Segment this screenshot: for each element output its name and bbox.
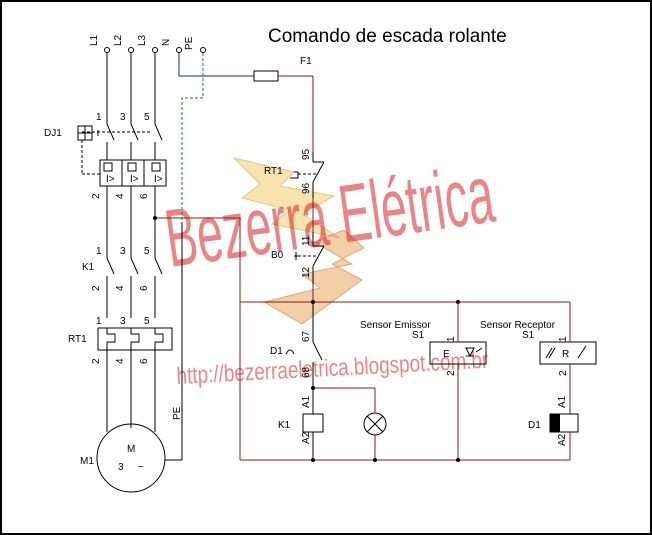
label-rt1-power: RT1	[68, 334, 87, 345]
sensor-receptor: Sensor Receptor S1 1 2 R	[480, 302, 597, 414]
label-l2: L2	[113, 34, 124, 46]
label-f1: F1	[300, 56, 312, 67]
d1-terminal-68: 68	[301, 366, 312, 378]
dj1-terminal-2: 2	[91, 193, 102, 199]
motor-ac-symbol: ~	[138, 462, 144, 473]
label-m1: M1	[80, 456, 94, 467]
indicator-lamp	[363, 412, 387, 460]
supply-terminals: L1 L2 L3 N PE	[89, 34, 206, 53]
d1-contact: D1 67 68	[270, 302, 323, 388]
b0-stop-button: B0 11 12	[271, 232, 325, 284]
k1-terminal-6: 6	[139, 285, 150, 291]
dj1-terminal-5: 5	[144, 112, 150, 123]
dj1-terminal-4: 4	[115, 193, 126, 199]
dj1-breaker: DJ1 1 3 5 I> I> I> 2 4 6	[44, 112, 167, 199]
label-dj1: DJ1	[44, 128, 62, 139]
k1-coil-a2: A2	[301, 431, 312, 444]
emissor-terminal-2: 2	[446, 370, 457, 376]
rt1-terminal-6: 6	[139, 358, 150, 364]
rt1-terminal-1: 1	[96, 316, 102, 327]
svg-text:I>: I>	[106, 174, 115, 185]
label-d1-contact: D1	[270, 346, 283, 357]
dj1-terminal-6: 6	[139, 193, 150, 199]
k1-power-contacts: K1 1 3 5 2 4 6	[82, 246, 163, 318]
label-rt1-control: RT1	[264, 166, 283, 177]
label-l3: L3	[137, 34, 148, 46]
svg-text:I>: I>	[154, 174, 163, 185]
label-k1-coil: K1	[278, 420, 291, 431]
rt1-terminal-4: 4	[115, 358, 126, 364]
label-l1: L1	[89, 34, 100, 46]
label-pe-motor: PE	[172, 406, 183, 420]
receptor-terminal-2: 2	[558, 370, 569, 376]
k1-terminal-4: 4	[115, 285, 126, 291]
b0-terminal-11: 11	[301, 235, 312, 246]
d1-coil-a1: A1	[557, 395, 568, 408]
label-d1-coil: D1	[528, 420, 541, 431]
diagram-title: Comando de escada rolante	[268, 26, 507, 47]
svg-text:I>: I>	[130, 174, 139, 185]
k1-coil-a1: A1	[301, 395, 312, 408]
neutral-conductor	[178, 53, 254, 77]
d1-coil: D1 A1 A2	[528, 395, 579, 460]
fuse-f1: F1	[253, 56, 312, 82]
label-k1-power: K1	[82, 262, 95, 273]
label-pe: PE	[184, 36, 195, 50]
label-s1-receptor: S1	[522, 330, 535, 341]
motor-phases: 3	[118, 462, 124, 473]
label-sensor-emissor: Sensor Emissor	[360, 320, 431, 331]
watermark-text: Bezerra Elétrica	[160, 149, 500, 285]
receptor-letter: R	[562, 349, 569, 360]
b0-terminal-12: 12	[301, 266, 312, 278]
k1-coil: K1 A1 A2	[278, 388, 324, 460]
rt1-terminal-2: 2	[91, 358, 102, 364]
rt1-power: RT1 1 3 5 2 4 6	[68, 316, 173, 364]
k1-terminal-3: 3	[120, 246, 126, 257]
rt1-terminal-95: 95	[301, 148, 312, 160]
watermark-flash-logo	[232, 157, 365, 325]
label-n: N	[161, 39, 172, 46]
sensor-emissor: Sensor Emissor S1 1 2 E	[360, 302, 487, 460]
emissor-letter: E	[443, 349, 450, 360]
dj1-terminal-1: 1	[96, 112, 102, 123]
power-circuit: DJ1 1 3 5 I> I> I> 2 4 6 K1 1 3	[44, 53, 254, 493]
k1-terminal-5: 5	[144, 246, 150, 257]
k1-terminal-1: 1	[96, 246, 102, 257]
emissor-terminal-1: 1	[446, 336, 457, 342]
rt1-control-contact: RT1 95 96	[264, 148, 325, 198]
motor-symbol-m: M	[127, 444, 135, 455]
label-s1-emissor: S1	[412, 330, 425, 341]
label-b0: B0	[271, 250, 284, 261]
rt1-terminal-3: 3	[120, 316, 126, 327]
dj1-terminal-3: 3	[120, 112, 126, 123]
rt1-terminal-5: 5	[144, 316, 150, 327]
rt1-terminal-96: 96	[301, 182, 312, 194]
d1-coil-a2: A2	[557, 433, 568, 446]
label-sensor-receptor: Sensor Receptor	[480, 320, 556, 331]
k1-terminal-2: 2	[91, 285, 102, 291]
d1-terminal-67: 67	[301, 330, 312, 342]
watermark-url: http://bezerraeletrica.blogspot.com.br	[176, 347, 489, 390]
receptor-terminal-1: 1	[558, 336, 569, 342]
control-circuit: F1 RT1 95 96 B0 11 12	[239, 56, 597, 462]
motor-m1: M 3 ~ M1 PE	[80, 222, 183, 493]
